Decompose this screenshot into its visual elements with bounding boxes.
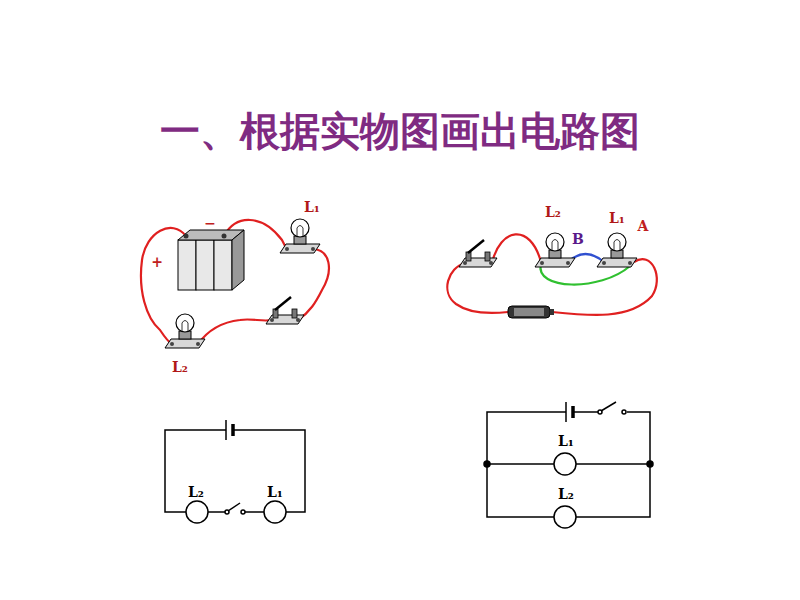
knife-switch bbox=[459, 240, 497, 267]
bulb-l1 bbox=[280, 219, 320, 253]
lamp-label: L₂ bbox=[545, 205, 561, 219]
terminal-sign: − bbox=[204, 216, 216, 230]
red-wire bbox=[141, 220, 329, 344]
lamp-label: L₂ bbox=[172, 360, 188, 374]
bulb-l2 bbox=[535, 233, 575, 267]
slide-title: 一、根据实物图画出电路图 bbox=[0, 104, 800, 159]
bulb-l1 bbox=[597, 233, 637, 267]
lamp-label: L₂ bbox=[188, 485, 204, 499]
lamp-label: L₁ bbox=[558, 434, 574, 448]
parallel-schematic bbox=[484, 402, 653, 528]
knife-switch bbox=[266, 297, 304, 324]
series-schematic bbox=[165, 420, 305, 523]
lamp-label: L₁ bbox=[267, 485, 283, 499]
lamp-label: L₂ bbox=[558, 487, 574, 501]
terminal-sign: + bbox=[151, 255, 163, 269]
battery-cell bbox=[508, 306, 554, 318]
lamp-label: L₁ bbox=[609, 211, 625, 225]
terminal-label: B bbox=[572, 232, 584, 246]
battery-pack bbox=[178, 230, 244, 290]
bulb-l2 bbox=[165, 314, 205, 348]
lamp-label: L₁ bbox=[304, 200, 320, 214]
terminal-label: A bbox=[638, 219, 649, 233]
